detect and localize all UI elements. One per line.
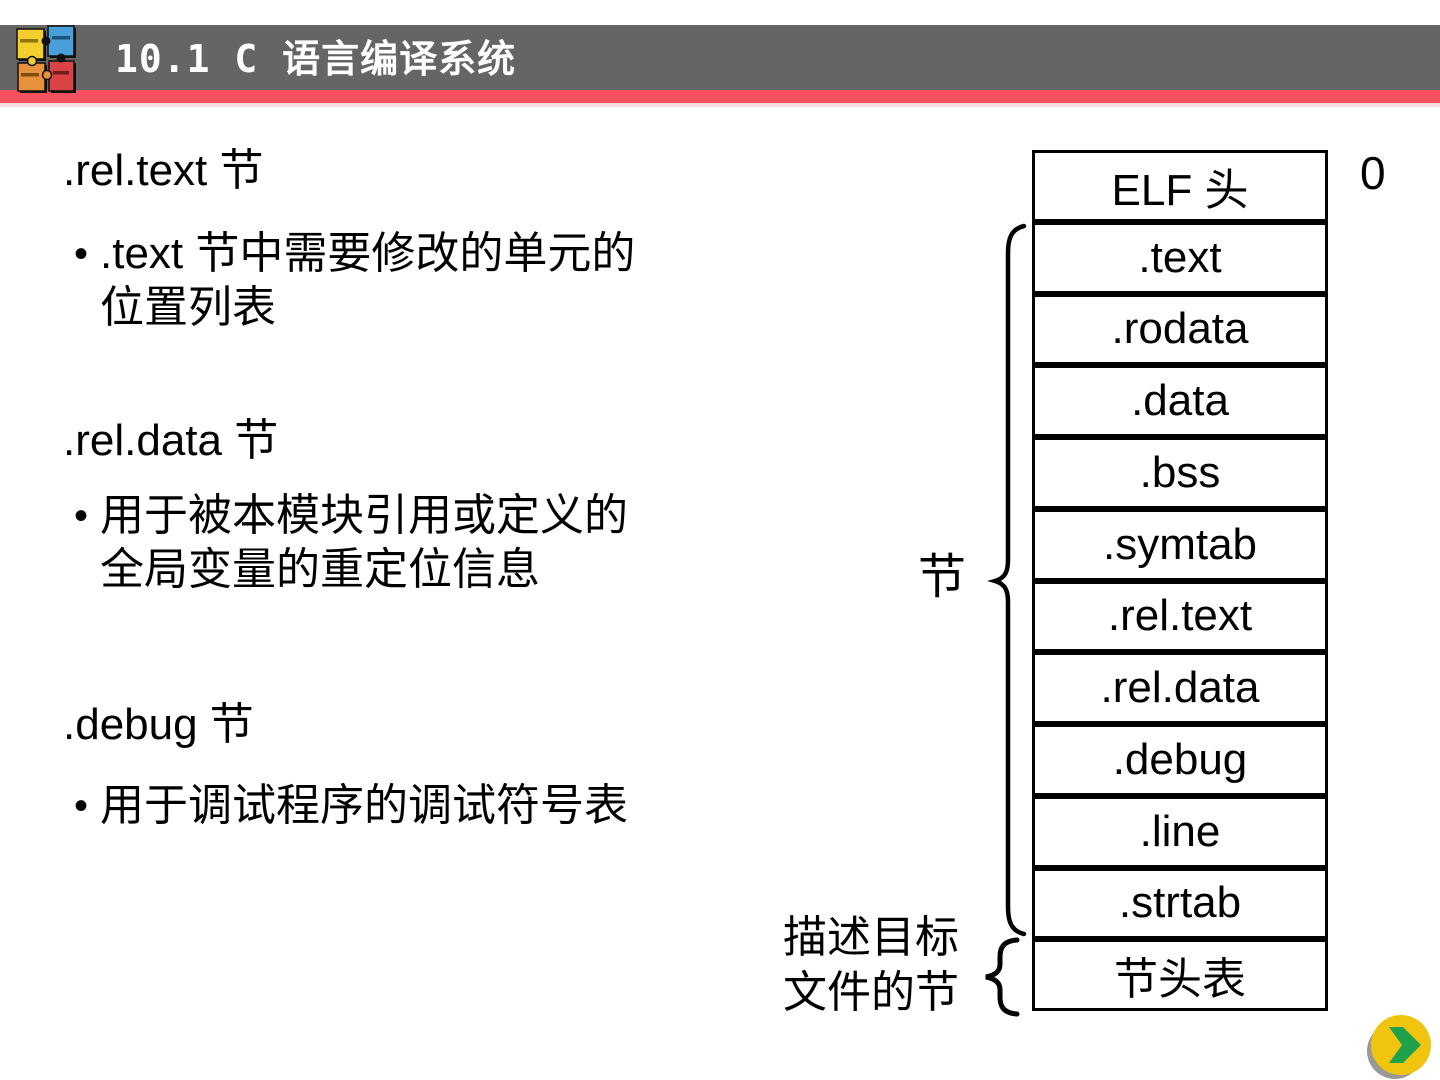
elf-row-line: .line: [1032, 795, 1328, 868]
puzzle-pieces-logo: [16, 25, 76, 93]
section-header-table-brace: [985, 937, 1020, 1017]
bullet-text: 全局变量的重定位信息: [100, 545, 540, 594]
elf-row-text: .text: [1032, 221, 1328, 294]
accent-line: [0, 90, 1440, 103]
bullet-marker: •: [74, 494, 89, 538]
elf-row-bss: .bss: [1032, 437, 1328, 509]
elf-row-header: ELF 头: [1032, 150, 1328, 222]
bullet-text: 位置列表: [100, 283, 276, 332]
elf-row-rel-text: .rel.text: [1032, 580, 1328, 653]
bullet-text: .text 节中需要修改的单元的: [100, 229, 636, 278]
elf-row-rel-data: .rel.data: [1032, 652, 1328, 724]
bullet-marker: •: [74, 232, 89, 276]
bullet-marker: •: [74, 784, 89, 828]
accent-line-light: [0, 103, 1440, 107]
elf-row-debug: .debug: [1032, 724, 1328, 796]
caption-line: 描述目标: [783, 913, 959, 962]
chevron-right-icon: [1389, 1027, 1421, 1063]
section-heading-rel-data: .rel.data 节: [63, 416, 279, 465]
section-heading-debug: .debug 节: [63, 700, 254, 749]
sections-brace-label: 节: [918, 551, 967, 604]
elf-structure-diagram: ELF 头 .text .rodata .data .bss .symtab .…: [1032, 150, 1328, 1011]
elf-row-section-header-table: 节头表: [1032, 939, 1328, 1011]
bullet-text: 用于调试程序的调试符号表: [100, 781, 628, 830]
offset-zero-label: 0: [1360, 147, 1386, 199]
elf-row-data: .data: [1032, 365, 1328, 437]
next-button[interactable]: [1366, 1014, 1434, 1080]
page-title: 10.1 C 语言编译系统: [115, 37, 517, 81]
sections-brace: [987, 223, 1027, 937]
bullet-text: 用于被本模块引用或定义的: [100, 491, 628, 540]
section-header-table-caption: 描述目标 文件的节: [783, 910, 959, 1020]
section-heading-rel-text: .rel.text 节: [63, 146, 264, 195]
header-bar: [0, 25, 1440, 90]
elf-row-strtab: .strtab: [1032, 867, 1328, 940]
button-face: [1371, 1015, 1431, 1075]
caption-line: 文件的节: [783, 968, 959, 1017]
elf-row-symtab: .symtab: [1032, 508, 1328, 581]
elf-row-rodata: .rodata: [1032, 293, 1328, 366]
